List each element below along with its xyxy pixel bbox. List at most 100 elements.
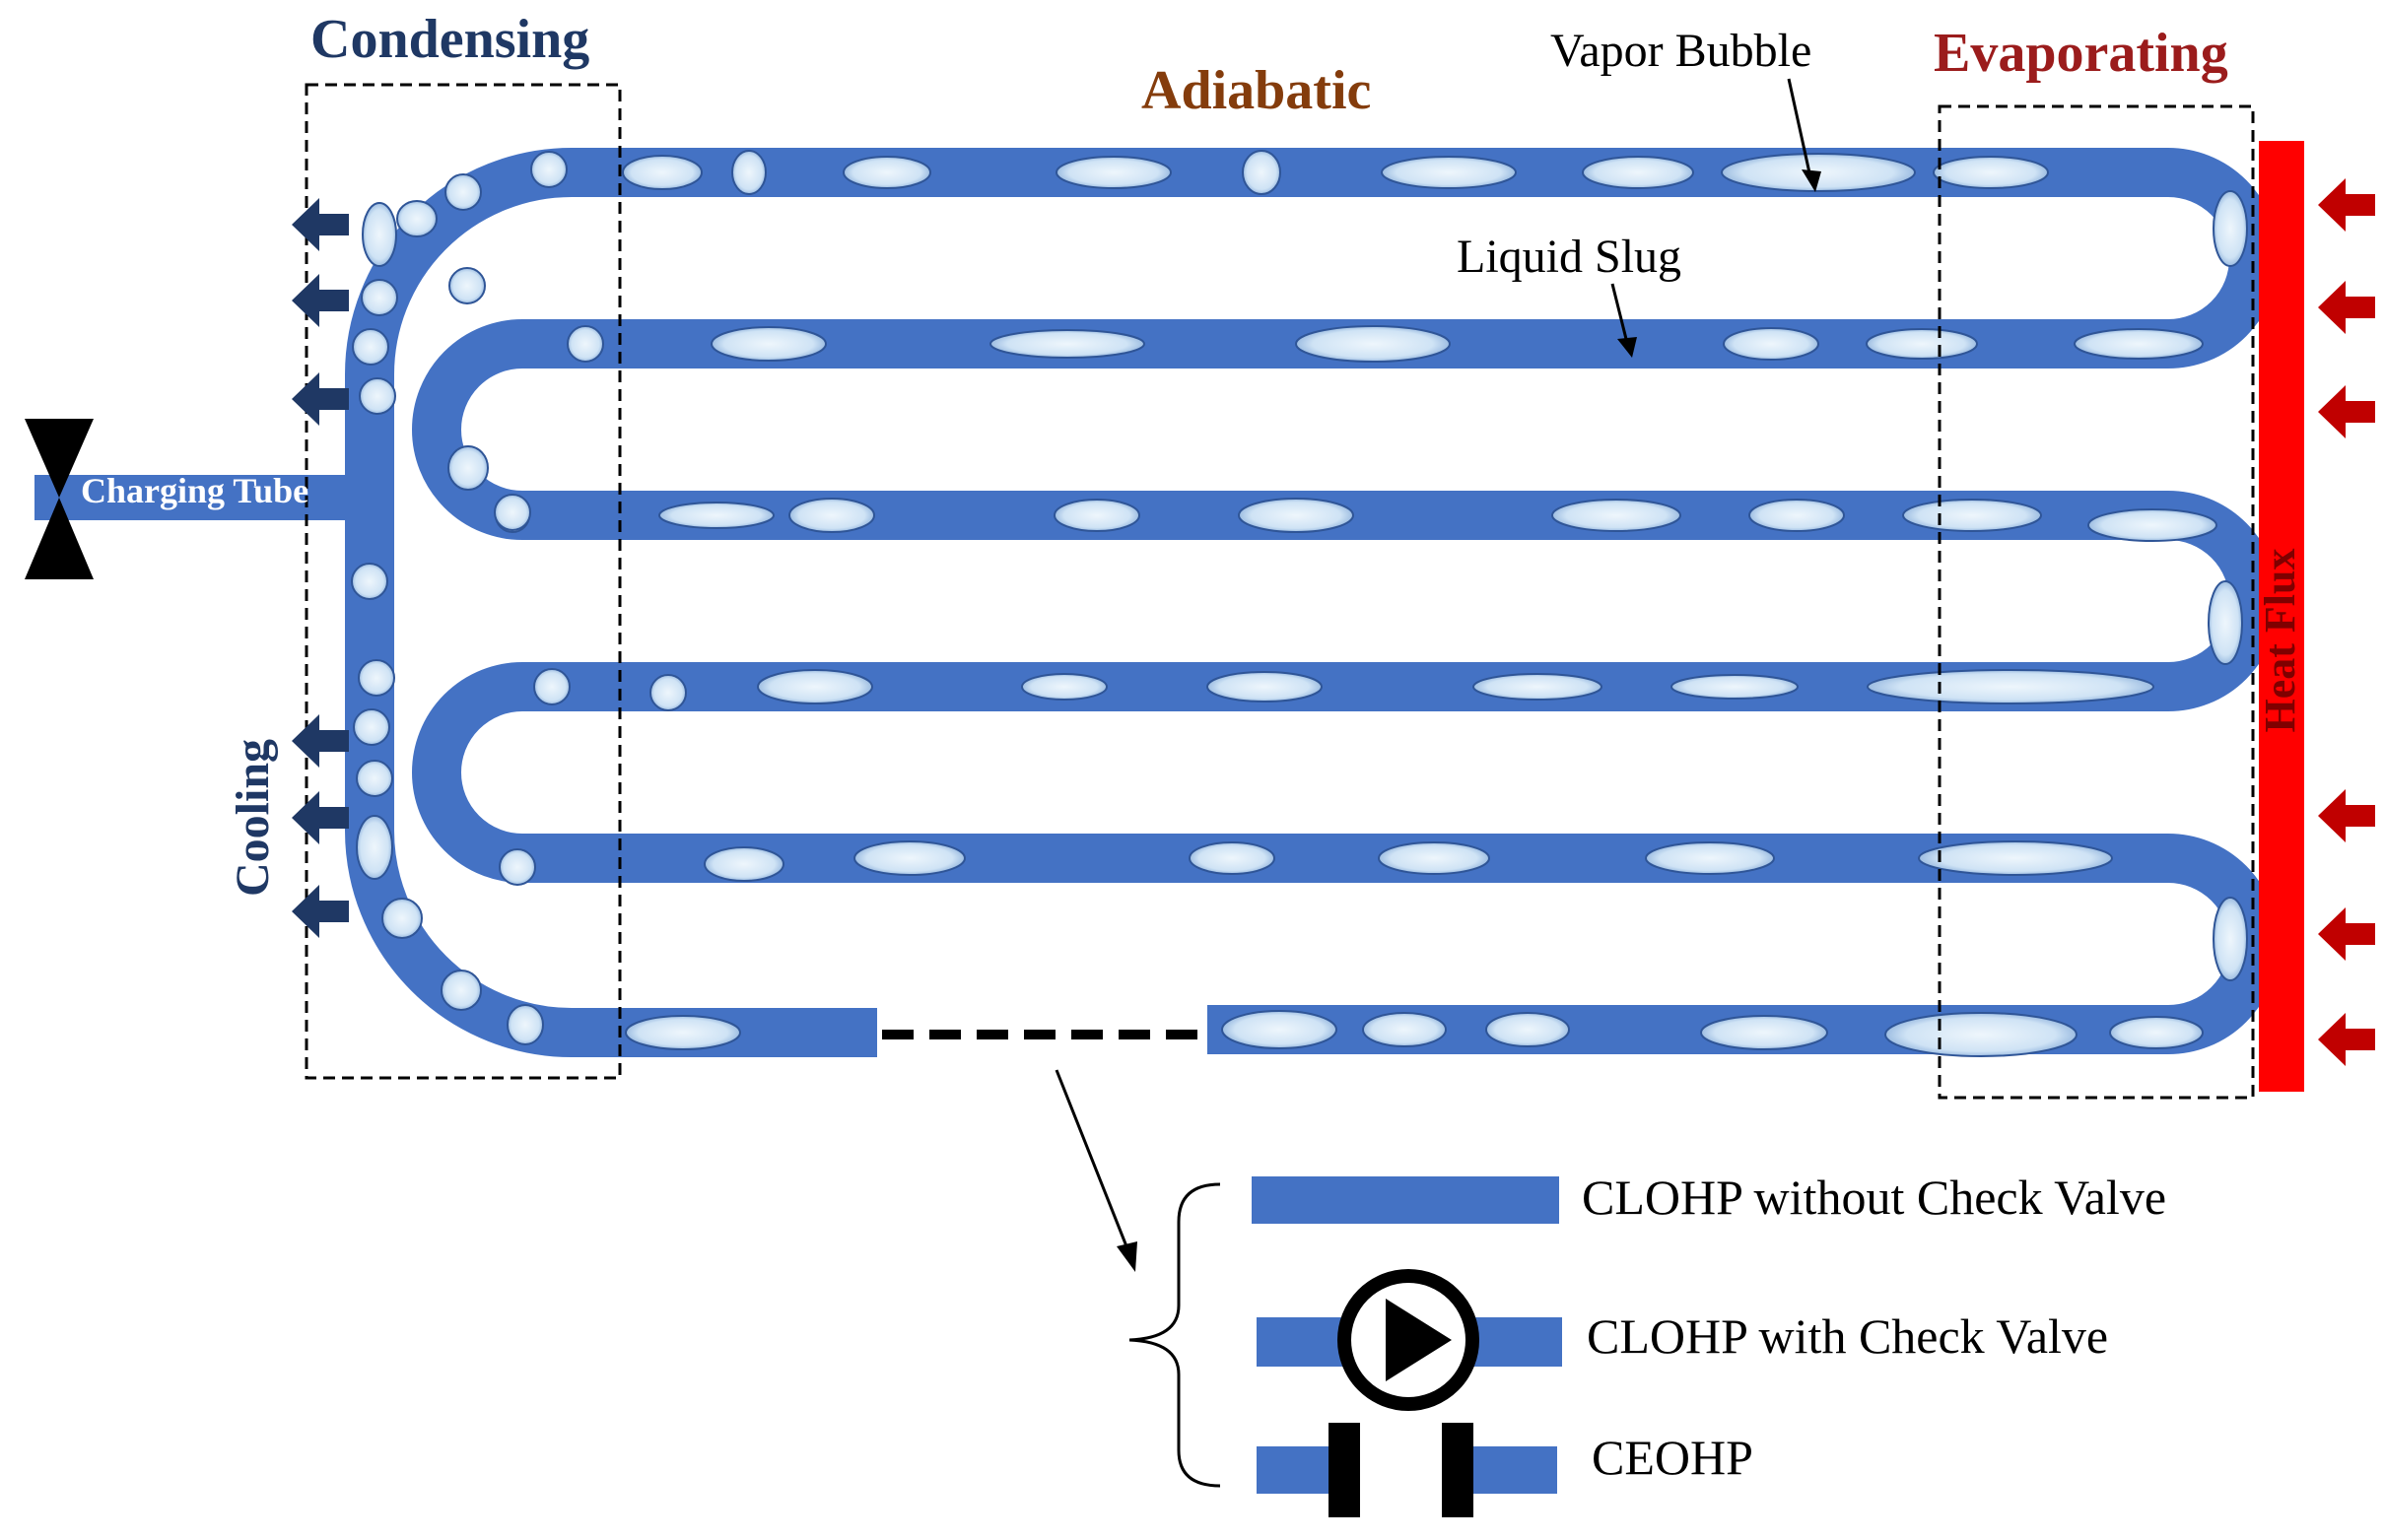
vapor-bubble	[1645, 841, 1775, 875]
vapor-bubble	[358, 659, 395, 697]
heat-flux-label: Heat Flux	[2256, 549, 2304, 733]
left-arrow-icon	[292, 198, 349, 251]
check-valve-icon	[1337, 1269, 1479, 1411]
vapor-bubble-arrowhead	[1802, 169, 1821, 192]
ceohp-end-cap-right	[1442, 1423, 1473, 1517]
left-arrow-icon	[292, 372, 349, 426]
heat-arrows	[2318, 178, 2375, 1066]
vapor-bubble	[533, 668, 571, 705]
gap-pointer-arrowhead	[1117, 1241, 1137, 1272]
vapor-bubble	[2213, 897, 2248, 981]
vapor-bubble	[1189, 841, 1275, 875]
vapor-bubble	[351, 563, 388, 600]
vapor-bubble	[1485, 1012, 1570, 1047]
vapor-bubble	[356, 815, 393, 880]
left-arrow-icon	[292, 791, 349, 844]
vapor-bubble	[1054, 499, 1140, 532]
vapor-bubble	[530, 151, 568, 188]
vapor-bubble	[1918, 840, 2113, 876]
vapor-bubble	[853, 840, 966, 876]
vapor-bubble	[352, 328, 389, 366]
vapor-bubble	[1242, 150, 1281, 195]
vapor-bubble	[704, 846, 784, 882]
left-arrow-icon	[2318, 1013, 2375, 1066]
vapor-bubble	[1206, 671, 1323, 703]
vapor-bubble	[757, 669, 873, 704]
vapor-bubble	[444, 173, 482, 211]
vapor-bubble	[361, 279, 398, 316]
ceohp-end-cap-left	[1329, 1423, 1360, 1517]
vapor-bubble	[447, 445, 489, 491]
vapor-bubble	[1723, 327, 1819, 361]
legend-ceohp-label: CEOHP	[1592, 1430, 1753, 1485]
vapor-bubble	[1238, 498, 1354, 533]
cooling-arrows	[292, 198, 349, 938]
vapor-bubble	[2213, 190, 2248, 267]
vapor-bubble	[2208, 580, 2243, 665]
vapor-bubble	[448, 267, 486, 304]
vapor-bubble	[1866, 328, 1978, 360]
vapor-bubble	[1867, 669, 2154, 704]
vapor-bubble	[567, 325, 604, 363]
condensing-region-box	[305, 83, 622, 1080]
vapor-bubble	[1884, 1012, 2078, 1057]
vapor-bubble	[396, 200, 438, 237]
vapor-bubble	[989, 329, 1145, 359]
vapor-bubble	[2074, 328, 2204, 360]
bowtie-valve-icon	[25, 419, 94, 579]
vapor-bubble	[1021, 673, 1108, 701]
adiabatic-label: Adiabatic	[1141, 60, 1371, 121]
vapor-bubble	[1056, 156, 1172, 189]
vapor-bubble	[1472, 673, 1602, 701]
vapor-bubble	[362, 202, 397, 267]
vapor-bubble	[711, 326, 827, 362]
vapor-bubble	[731, 150, 767, 195]
cooling-label: Cooling	[227, 739, 279, 897]
liquid-slug-arrowhead	[1617, 337, 1637, 358]
left-arrow-icon	[292, 714, 349, 768]
vapor-bubble	[499, 848, 536, 886]
vapor-bubble	[658, 502, 775, 529]
legend-without-valve-label: CLOHP without Check Valve	[1582, 1170, 2166, 1225]
tube-path-main	[345, 148, 2279, 1057]
vapor-bubble	[356, 760, 393, 797]
left-arrow-icon	[292, 885, 349, 938]
vapor-bubbles	[351, 150, 2248, 1057]
vapor-bubble	[441, 970, 482, 1011]
left-arrow-icon	[2318, 907, 2375, 961]
left-arrow-icon	[2318, 385, 2375, 438]
gap-pointer	[1055, 1069, 1130, 1252]
vapor-bubble	[2109, 1016, 2204, 1049]
legend-with-valve-label: CLOHP with Check Valve	[1587, 1308, 2108, 1364]
vapor-bubble	[843, 156, 931, 189]
liquid-slug-label: Liquid Slug	[1457, 231, 1681, 283]
vapor-bubble	[1902, 499, 2042, 532]
ceohp-gap	[1360, 1444, 1442, 1496]
left-arrow-icon	[2318, 281, 2375, 334]
evaporating-region-box	[1938, 104, 2255, 1100]
liquid-slug-pointer	[1610, 283, 1630, 348]
legend-brace	[1128, 1182, 1221, 1488]
vapor-bubble	[507, 1004, 544, 1045]
vapor-bubble-pointer	[1787, 78, 1812, 178]
vapor-bubble	[1295, 325, 1451, 363]
vapor-bubble	[649, 674, 687, 711]
vapor-bubble-label: Vapor Bubble	[1550, 25, 1811, 77]
vapor-bubble	[622, 155, 703, 190]
vapor-bubble	[1381, 156, 1517, 189]
legend-swatch-without-valve	[1252, 1176, 1559, 1224]
vapor-bubble	[494, 494, 531, 531]
vapor-bubble	[1748, 499, 1845, 532]
vapor-bubble	[1582, 156, 1694, 189]
left-arrow-icon	[2318, 178, 2375, 232]
vapor-bubble	[1551, 499, 1681, 532]
vapor-bubble	[1221, 1010, 1337, 1049]
heat-flux-bar	[2259, 141, 2304, 1092]
vapor-bubble	[1670, 674, 1799, 700]
vapor-bubble	[625, 1015, 741, 1050]
charging-tube-label: Charging Tube	[81, 471, 308, 510]
condensing-label: Condensing	[310, 9, 589, 70]
vapor-bubble	[2087, 508, 2217, 542]
vapor-bubble	[1933, 156, 2049, 189]
